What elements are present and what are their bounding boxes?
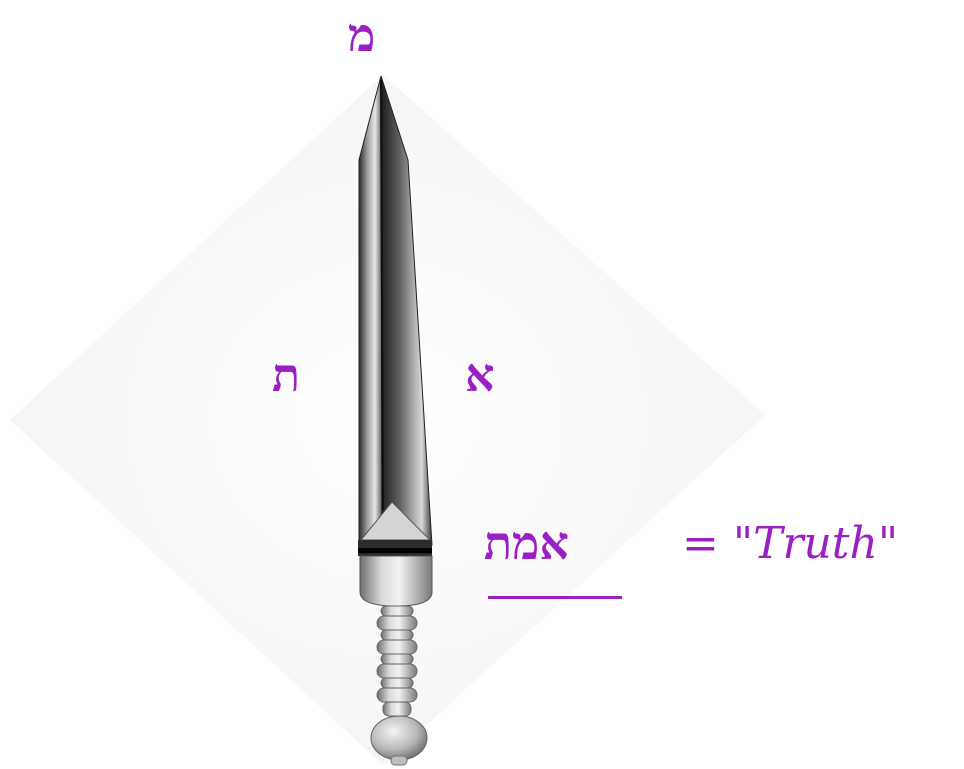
sword-grip bbox=[377, 606, 417, 716]
emet-word-block: אמת bbox=[484, 520, 569, 566]
letter-aleph-label: א bbox=[465, 352, 495, 398]
letter-mem-label: מ bbox=[348, 12, 375, 58]
sword-guard-highlight bbox=[358, 548, 432, 553]
hebrew-word: אמת bbox=[484, 520, 569, 566]
word-meaning: = "Truth" bbox=[682, 522, 898, 566]
sword-pommel bbox=[371, 716, 427, 760]
sword-collar bbox=[360, 556, 432, 606]
sword-pommel-nub bbox=[391, 756, 407, 765]
letter-tav-label: ת bbox=[272, 352, 300, 398]
blade-left-face bbox=[359, 76, 382, 545]
word-underline bbox=[488, 596, 622, 599]
